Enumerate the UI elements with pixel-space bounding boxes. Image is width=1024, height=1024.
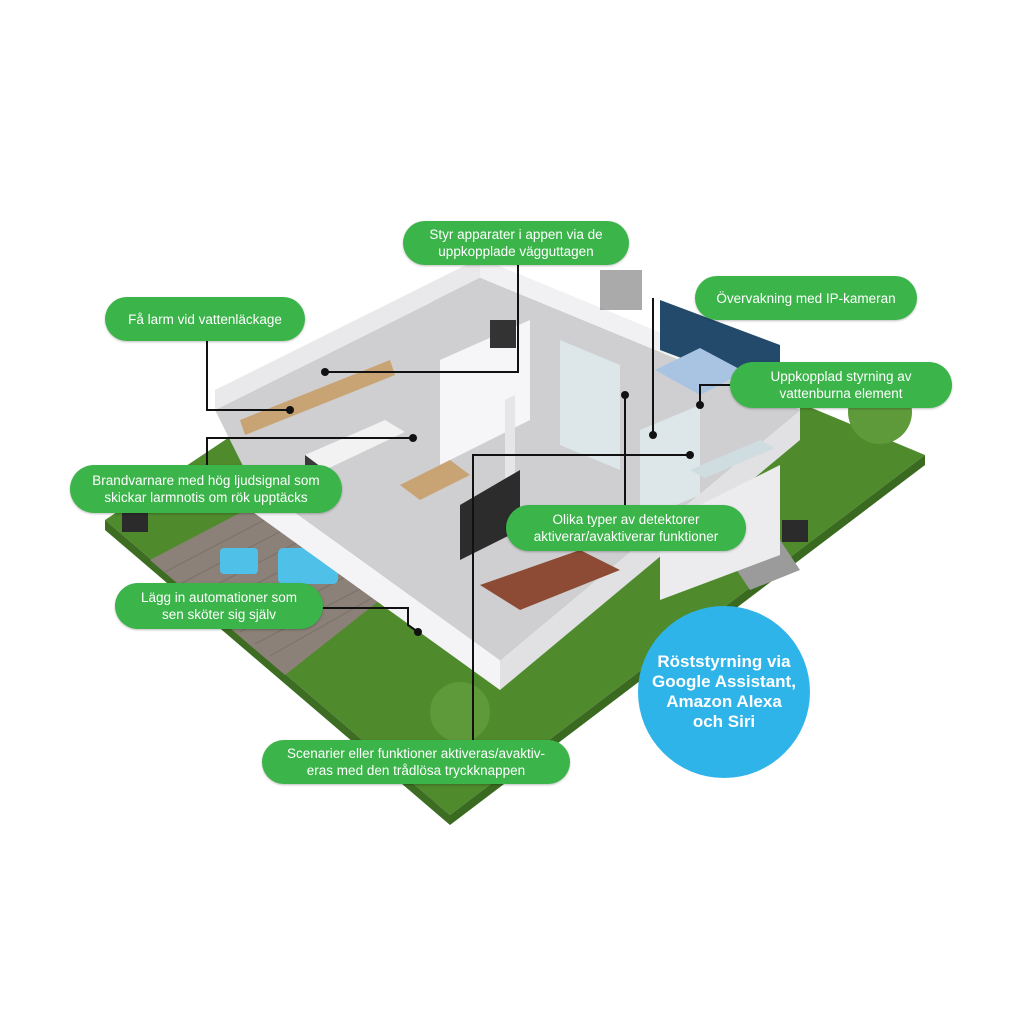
bed xyxy=(655,348,745,395)
leader-heating xyxy=(699,384,730,405)
leader-water-leak xyxy=(206,338,290,411)
callout-ip-camera-text: Övervakning med IP-kameran xyxy=(716,290,896,306)
plant-pot-right xyxy=(782,520,808,542)
kitchen-island xyxy=(305,420,405,470)
callout-automation-text: Lägg in automationer som sen sköter sig … xyxy=(140,590,298,622)
callout-smoke-detector-text: Brandvarnare med hög ljudsignal som skic… xyxy=(92,473,320,505)
leader-automation xyxy=(322,607,419,633)
callout-appliances-text: Styr apparater i appen via de uppkopplad… xyxy=(429,227,603,259)
plant-pot-left xyxy=(122,512,148,532)
leader-scenarios xyxy=(472,454,690,740)
callout-scenarios: Scenarier eller funktioner aktiveras/ava… xyxy=(262,740,570,784)
callout-ip-camera: Övervakning med IP-kameran xyxy=(695,276,917,320)
callout-automation: Lägg in automationer som sen sköter sig … xyxy=(115,583,323,629)
callout-water-leak: Få larm vid vattenläckage xyxy=(105,297,305,341)
callout-water-leak-text: Få larm vid vattenläckage xyxy=(128,311,282,327)
tree-bottom xyxy=(430,682,490,742)
voice-control-text: Röststyrning via Google Assistant, Amazo… xyxy=(652,652,796,731)
wall-back-left xyxy=(215,258,480,410)
leader-lines xyxy=(206,264,730,740)
leader-appliances xyxy=(325,264,519,373)
callout-detectors: Olika typer av detektorer aktiverar/avak… xyxy=(506,505,746,551)
living-room-sofa xyxy=(480,550,620,610)
callout-smoke-detector: Brandvarnare med hög ljudsignal som skic… xyxy=(70,465,342,513)
leader-smoke xyxy=(206,437,413,466)
tv-wall xyxy=(460,470,520,560)
garden-path xyxy=(730,540,800,590)
callout-detectors-text: Olika typer av detektorer aktiverar/avak… xyxy=(533,512,719,544)
outdoor-chair xyxy=(220,548,258,574)
wall-front-left xyxy=(250,480,500,690)
callout-heating: Uppkopplad styrning av vattenburna eleme… xyxy=(730,362,952,408)
voice-control-badge: Röststyrning via Google Assistant, Amazo… xyxy=(638,606,810,778)
leader-dots xyxy=(286,368,704,636)
callout-appliances: Styr apparater i appen via de uppkopplad… xyxy=(403,221,629,265)
kitchen-counter xyxy=(240,360,395,435)
dining-table xyxy=(400,460,470,500)
callout-heating-text: Uppkopplad styrning av vattenburna eleme… xyxy=(770,369,912,401)
callout-scenarios-text: Scenarier eller funktioner aktiveras/ava… xyxy=(286,746,546,778)
